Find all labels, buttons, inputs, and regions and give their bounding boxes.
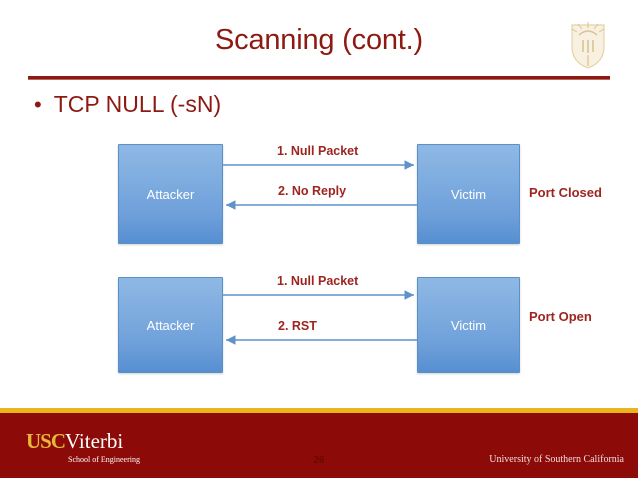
arrow-label-2: 2. No Reply xyxy=(278,184,347,198)
diagram-port-closed: Attacker Victim 1. Null Packet 2. No Rep… xyxy=(0,140,638,250)
footer-university-name: University of Southern California xyxy=(489,454,624,465)
arrow-label-2: 2. RST xyxy=(278,319,317,333)
node-attacker: Attacker xyxy=(118,144,223,244)
result-label: Port Open xyxy=(529,309,592,324)
node-victim-label: Victim xyxy=(450,317,487,333)
page-title: Scanning (cont.) xyxy=(215,24,423,56)
arrow-label-1: 1. Null Packet xyxy=(277,144,359,158)
node-victim-label: Victim xyxy=(450,186,487,202)
title-divider xyxy=(28,76,610,80)
logo-subtitle: School of Engineering xyxy=(68,455,140,464)
slide-footer: USCViterbi School of Engineering 26 Univ… xyxy=(0,408,638,478)
node-attacker-label: Attacker xyxy=(146,186,195,202)
usc-viterbi-logo: USCViterbi School of Engineering xyxy=(26,429,226,465)
diagram-arrows xyxy=(223,290,417,345)
node-victim: Victim xyxy=(417,144,520,244)
node-attacker-label: Attacker xyxy=(146,317,195,333)
usc-shield-icon xyxy=(566,19,610,71)
diagram-port-open: Attacker Victim 1. Null Packet 2. RST Po… xyxy=(0,273,638,373)
bullet-label: TCP NULL (-sN) xyxy=(53,91,222,117)
node-attacker: Attacker xyxy=(118,277,223,373)
logo-viterbi-text: Viterbi xyxy=(65,429,124,453)
arrow-label-1: 1. Null Packet xyxy=(277,274,359,288)
node-victim: Victim xyxy=(417,277,520,373)
bullet-item: • TCP NULL (-sN) xyxy=(34,91,221,118)
logo-usc-text: USC xyxy=(26,429,66,453)
result-label: Port Closed xyxy=(529,185,602,200)
page-number: 26 xyxy=(313,455,325,466)
bullet-marker-icon: • xyxy=(34,92,42,117)
